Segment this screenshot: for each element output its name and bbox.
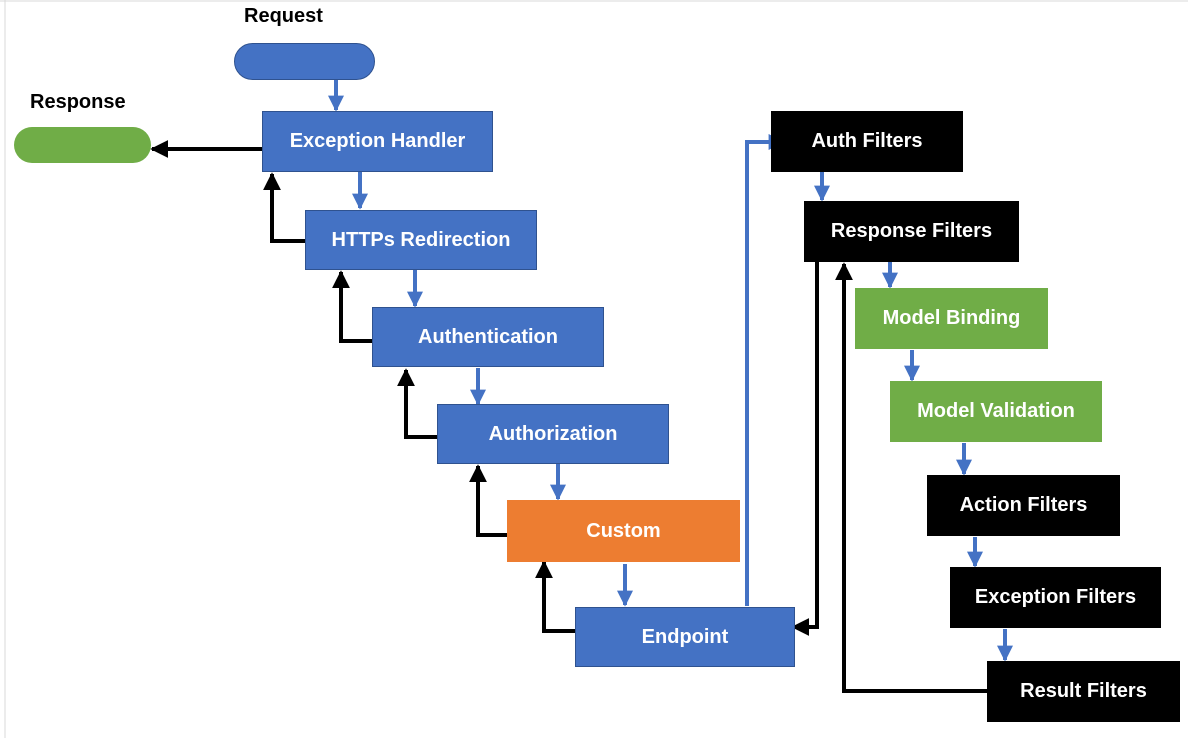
arrow-response-filters-to-endpoint — [791, 262, 819, 636]
model-validation-box: Model Validation — [890, 381, 1102, 442]
exception-filters-box: Exception Filters — [950, 567, 1161, 628]
arrow-endpoint-to-custom — [535, 560, 575, 633]
result-filters-box: Result Filters — [987, 661, 1180, 722]
action-filters-box: Action Filters — [927, 475, 1120, 536]
https-redirection-box: HTTPs Redirection — [305, 210, 537, 270]
request-label: Request — [244, 5, 323, 27]
request-terminal — [234, 43, 375, 80]
arrow-endpoint-to-auth-filters — [745, 134, 785, 606]
response-filters-box: Response Filters — [804, 201, 1019, 262]
arrow-result-filters-to-response-filters — [835, 262, 987, 693]
arrow-custom-to-authorization — [469, 464, 507, 537]
auth-filters-box: Auth Filters — [771, 111, 963, 172]
authorization-box: Authorization — [437, 404, 669, 464]
arrow-https-to-exception-handler — [263, 172, 305, 243]
arrow-authorization-to-authentication — [397, 368, 437, 439]
response-label: Response — [30, 91, 126, 113]
authentication-box: Authentication — [372, 307, 604, 367]
arrow-authentication-to-https — [332, 270, 372, 343]
response-terminal — [14, 127, 151, 163]
endpoint-box: Endpoint — [575, 607, 795, 667]
exception-handler-box: Exception Handler — [262, 111, 493, 172]
custom-box: Custom — [507, 500, 740, 562]
model-binding-box: Model Binding — [855, 288, 1048, 349]
